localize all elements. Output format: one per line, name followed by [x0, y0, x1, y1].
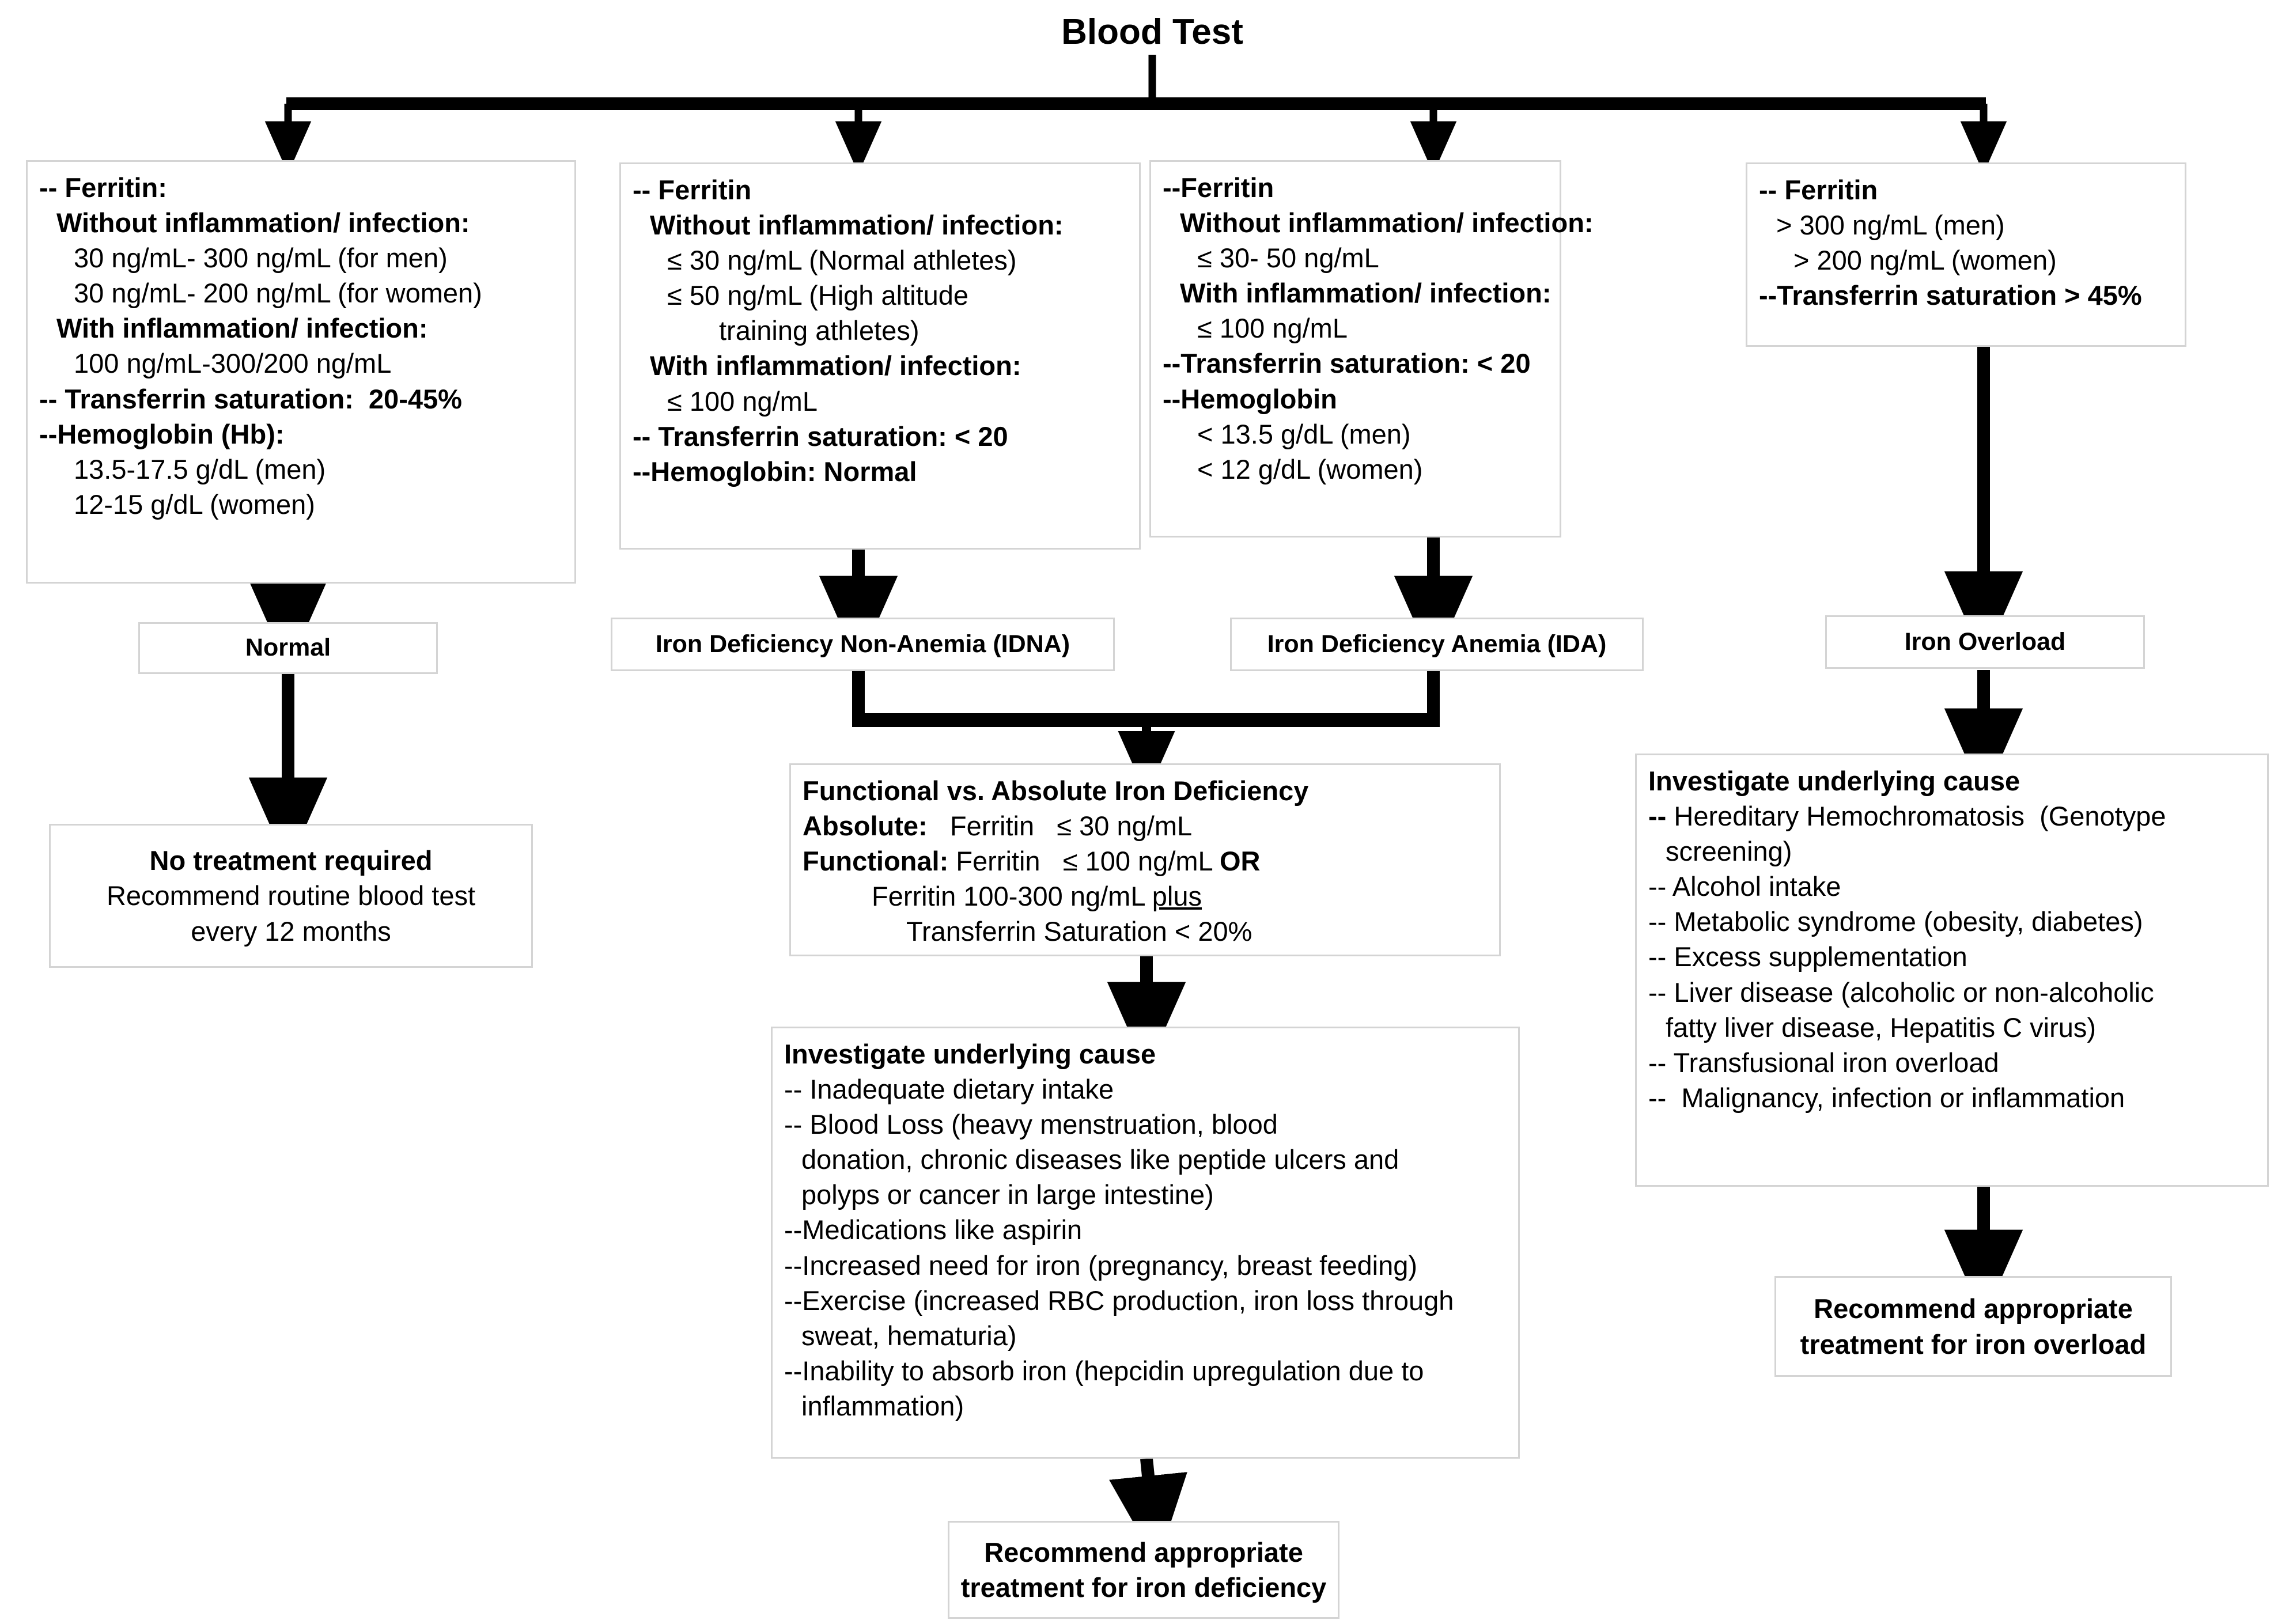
treatment-box-overload-line-1: treatment for iron overload	[1800, 1328, 2147, 1360]
functional-vs-absolute-box-line-4: Transferrin Saturation < 20%	[906, 916, 1252, 947]
criteria-box-normal-line-5: 100 ng/mL-300/200 ng/mL	[74, 348, 392, 379]
functional-vs-absolute-box-line-2-conjunction: OR	[1219, 846, 1261, 877]
criteria-box-ida-line-4: ≤ 100 ng/mL	[1197, 313, 1348, 344]
deficiency-causes-box-line-3: polyps or cancer in large intestine)	[801, 1179, 1214, 1210]
edge-idna-ida-merge	[852, 671, 1440, 796]
functional-vs-absolute-box-line-2-label: Functional:	[803, 846, 949, 877]
deficiency-causes-box-line-2: donation, chronic diseases like peptide …	[801, 1144, 1399, 1175]
criteria-box-normal-line-4: With inflammation/ infection:	[56, 313, 428, 344]
criteria-box-ida-line-6: --Hemoglobin	[1163, 383, 1337, 414]
overload-causes-box-line-2: -- Alcohol intake	[1648, 871, 1841, 902]
deficiency-causes-box-line-4: --Medications like aspirin	[784, 1214, 1083, 1246]
no-treatment-box-line-2: every 12 months	[191, 915, 391, 947]
deficiency-causes-box-line-6: --Exercise (increased RBC production, ir…	[784, 1285, 1454, 1316]
criteria-box-ida-line-1: Without inflammation/ infection:	[1180, 207, 1594, 239]
criteria-box-idna-line-3: ≤ 50 ng/mL (High altitude	[667, 280, 969, 311]
criteria-box-overload-line-3: --Transferrin saturation > 45%	[1759, 280, 2142, 311]
criteria-box-idna-line-6: ≤ 100 ng/mL	[667, 385, 818, 417]
criteria-box-normal-line-2: 30 ng/mL- 300 ng/mL (for men)	[74, 243, 448, 274]
criteria-box-normal-line-3: 30 ng/mL- 200 ng/mL (for women)	[74, 278, 482, 309]
criteria-box-normal-line-6: -- Transferrin saturation: 20-45%	[39, 383, 462, 414]
functional-vs-absolute-box-line-3: Ferritin 100-300 ng/mL plus	[872, 881, 1202, 912]
outcome-pill-idna[interactable]: Iron Deficiency Non-Anemia (IDNA)	[611, 618, 1115, 671]
criteria-box-ida-line-8: < 12 g/dL (women)	[1197, 453, 1423, 484]
deficiency-causes-box-line-9: inflammation)	[801, 1390, 964, 1421]
criteria-box-ida-line-7: < 13.5 g/dL (men)	[1197, 418, 1411, 449]
overload-causes-box-line-8: -- Malignancy, infection or inflammation	[1648, 1082, 2125, 1113]
deficiency-causes-box-heading: Investigate underlying cause	[784, 1039, 1156, 1069]
criteria-box-overload: -- Ferritin > 300 ng/mL (men) > 200 ng/mL …	[1746, 162, 2186, 347]
deficiency-causes-box-line-7: sweat, hematuria)	[801, 1320, 1017, 1351]
overload-causes-box-heading: Investigate underlying cause	[1648, 766, 2020, 796]
outcome-pill-normal[interactable]: Normal	[138, 622, 438, 674]
functional-vs-absolute-box-line-1: Absolute: Ferritin ≤ 30 ng/mL	[803, 811, 1193, 842]
criteria-box-idna-line-8: --Hemoglobin: Normal	[633, 456, 917, 487]
criteria-box-ida-line-3: With inflammation/ infection:	[1180, 278, 1552, 309]
overload-causes-box-line-5: -- Liver disease (alcoholic or non-alcoh…	[1648, 976, 2154, 1008]
treatment-box-overload: Recommend appropriate treatment for iron …	[1774, 1276, 2172, 1377]
functional-vs-absolute-box-line-3-emphasis: plus	[1152, 881, 1202, 912]
overload-causes-box-line-0-label: --	[1648, 801, 1667, 832]
criteria-box-idna-line-7: -- Transferrin saturation: < 20	[633, 421, 1008, 452]
criteria-box-overload-line-0: -- Ferritin	[1759, 175, 1878, 205]
outcome-pill-ida[interactable]: Iron Deficiency Anemia (IDA)	[1230, 618, 1644, 671]
overload-causes-box-line-1: screening)	[1666, 836, 1792, 867]
no-treatment-box-line-1: Recommend routine blood test	[106, 880, 476, 911]
deficiency-causes-box-line-8: --Inability to absorb iron (hepcidin upr…	[784, 1355, 1424, 1386]
treatment-box-deficiency: Recommend appropriate treatment for iron …	[948, 1521, 1339, 1619]
functional-vs-absolute-box-line-2: Functional: Ferritin ≤ 100 ng/mL OR	[803, 846, 1261, 877]
criteria-box-idna-line-5: With inflammation/ infection:	[650, 350, 1021, 381]
criteria-box-normal-line-0: -- Ferritin:	[39, 172, 167, 203]
edge-causes-to-treatment-deficiency	[1109, 1458, 1187, 1565]
overload-causes-box: Investigate underlying cause -- Hereditar…	[1635, 754, 2269, 1187]
criteria-box-overload-line-2: > 200 ng/mL (women)	[1793, 245, 2057, 276]
criteria-box-idna-line-2: ≤ 30 ng/mL (Normal athletes)	[667, 245, 1017, 276]
criteria-box-ida-line-5: --Transferrin saturation: < 20	[1163, 348, 1531, 379]
criteria-box-ida-line-0: --Ferritin	[1163, 172, 1274, 203]
criteria-box-normal: -- Ferritin: Without inflammation/ infect…	[26, 160, 576, 584]
no-treatment-box-line-0: No treatment required	[149, 845, 433, 876]
criteria-box-idna-line-0: -- Ferritin	[633, 175, 752, 205]
overload-causes-box-line-7: -- Transfusional iron overload	[1648, 1047, 1999, 1078]
treatment-box-overload-line-0: Recommend appropriate	[1814, 1293, 2133, 1324]
treatment-box-deficiency-line-0: Recommend appropriate	[984, 1536, 1303, 1568]
page-title: Blood Test	[1061, 12, 1243, 52]
deficiency-causes-box-line-0: -- Inadequate dietary intake	[784, 1074, 1114, 1105]
overload-causes-box-line-4: -- Excess supplementation	[1648, 941, 1967, 972]
criteria-box-idna-line-4: training athletes)	[719, 315, 919, 346]
criteria-box-idna-line-1: Without inflammation/ infection:	[650, 210, 1064, 241]
overload-causes-box-line-3: -- Metabolic syndrome (obesity, diabetes…	[1648, 906, 2143, 937]
deficiency-causes-box-line-5: --Increased need for iron (pregnancy, br…	[784, 1250, 1418, 1281]
criteria-box-ida-line-2: ≤ 30- 50 ng/mL	[1197, 243, 1379, 274]
criteria-box-normal-line-8: 13.5-17.5 g/dL (men)	[74, 453, 326, 484]
functional-vs-absolute-box-line-0: Functional vs. Absolute Iron Deficiency	[803, 775, 1309, 806]
treatment-box-deficiency-line-1: treatment for iron deficiency	[960, 1572, 1327, 1603]
overload-causes-box-line-0: -- Hereditary Hemochromatosis (Genotype	[1648, 801, 2166, 832]
overload-causes-box-line-6: fatty liver disease, Hepatitis C virus)	[1666, 1012, 2097, 1043]
functional-vs-absolute-box-line-1-label: Absolute:	[803, 811, 928, 842]
criteria-box-overload-line-1: > 300 ng/mL (men)	[1776, 210, 2005, 241]
criteria-box-normal-line-7: --Hemoglobin (Hb):	[39, 418, 285, 449]
deficiency-causes-box: Investigate underlying cause -- Inadequat…	[771, 1027, 1520, 1459]
criteria-box-normal-line-1: Without inflammation/ infection:	[56, 207, 470, 239]
deficiency-causes-box-line-1: -- Blood Loss (heavy menstruation, blood	[784, 1109, 1278, 1140]
criteria-box-normal-line-9: 12-15 g/dL (women)	[74, 489, 315, 520]
outcome-pill-overload[interactable]: Iron Overload	[1825, 615, 2145, 669]
